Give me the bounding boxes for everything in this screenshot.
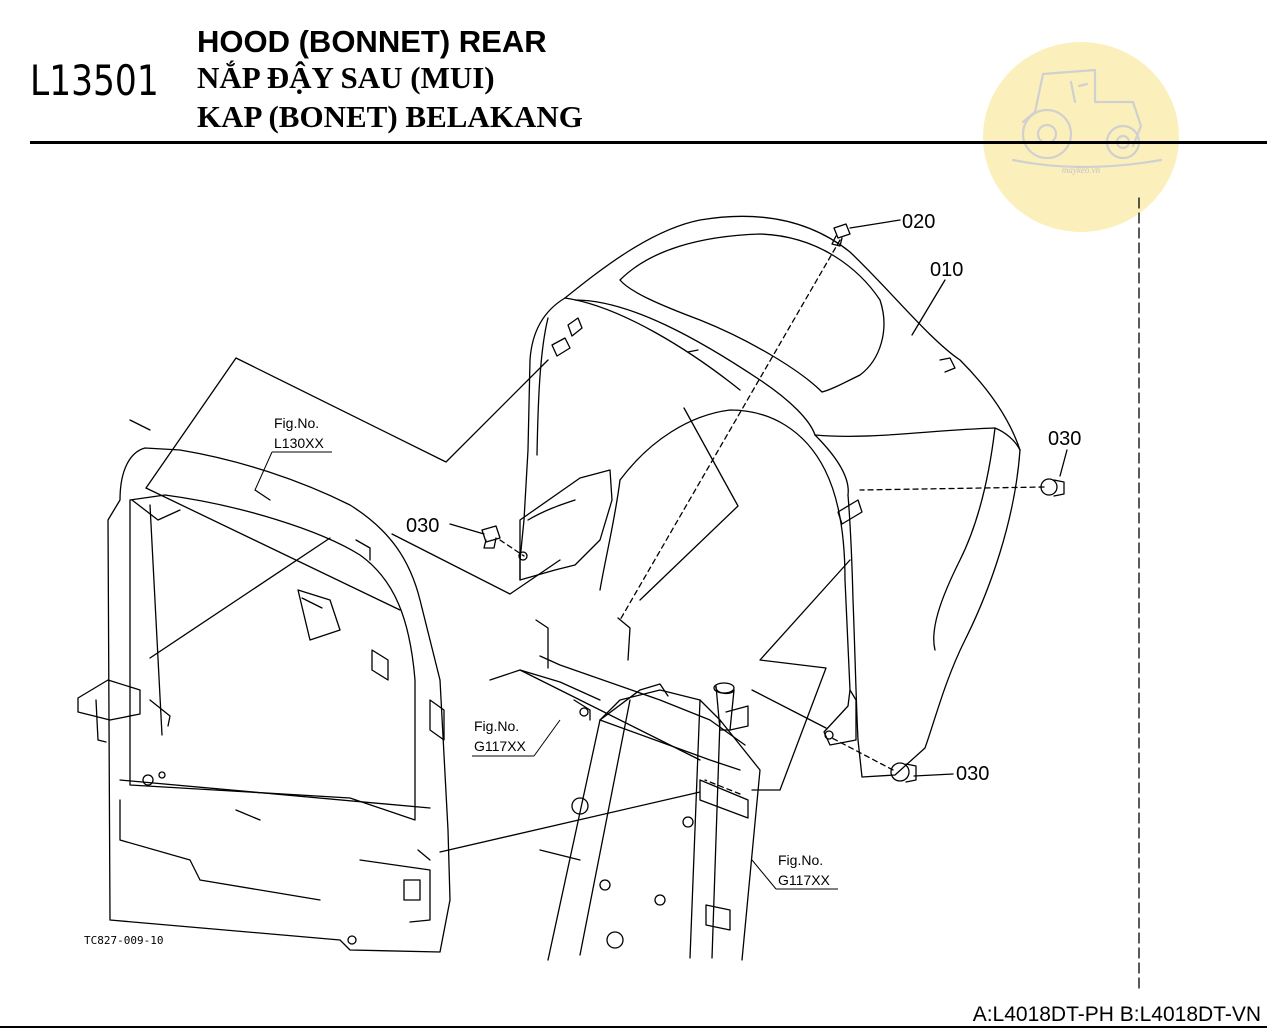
reference-frame-lines <box>145 357 851 861</box>
callout-010: 010 <box>930 259 963 281</box>
assembly-dashed-lines <box>499 239 1045 795</box>
applicable-models: A:L4018DT-PH B:L4018DT-VN <box>972 1003 1261 1026</box>
fig-label: Fig.No. <box>474 718 519 734</box>
fig-number: G117XX <box>778 872 831 888</box>
support-frame <box>489 617 761 961</box>
figure-ref-l130xx: Fig.No. L130XX <box>254 415 332 491</box>
callout-030-right: 030 <box>1048 428 1081 450</box>
bolt-020 <box>831 223 851 247</box>
title-english: HOOD (BONNET) REAR <box>197 24 547 59</box>
figure-ref-g117xx-center: Fig.No. G117XX <box>472 718 561 757</box>
bolt-030-left <box>481 525 501 549</box>
page-header: L13501 HOOD (BONNET) REAR NẮP ĐẬY SAU (M… <box>0 0 1267 145</box>
watermark-logo: maykeo.vn <box>983 42 1179 232</box>
leader-010 <box>911 279 946 336</box>
hood-rear-part <box>518 215 1021 778</box>
part-group-code: L13501 <box>30 56 159 105</box>
title-vietnamese: NẮP ĐẬY SAU (MUI) <box>197 60 495 95</box>
fig-label: Fig.No. <box>274 415 319 431</box>
bolt-030-bottom <box>890 762 917 783</box>
figure-ref-g117xx-right: Fig.No. G117XX <box>751 852 838 890</box>
callout-030-left: 030 <box>406 515 439 537</box>
drawing-reference: TC827-009-10 <box>84 934 163 947</box>
bolt-030-right <box>1040 478 1065 497</box>
footer-rule <box>0 1026 1267 1028</box>
leader-030-right <box>1059 449 1068 477</box>
leader-020 <box>849 219 901 229</box>
callout-030-bottom: 030 <box>956 763 989 785</box>
fig-number: L130XX <box>274 435 324 451</box>
leader-030-bottom <box>913 773 954 777</box>
header-rule <box>30 141 1267 144</box>
fig-label: Fig.No. <box>778 852 823 868</box>
callout-020: 020 <box>902 211 935 233</box>
watermark-text: maykeo.vn <box>1061 165 1101 175</box>
radiator-frame <box>77 419 451 953</box>
title-indonesian: KAP (BONET) BELAKANG <box>197 99 583 134</box>
leader-030-left <box>449 523 485 535</box>
fig-number: G117XX <box>474 738 527 754</box>
